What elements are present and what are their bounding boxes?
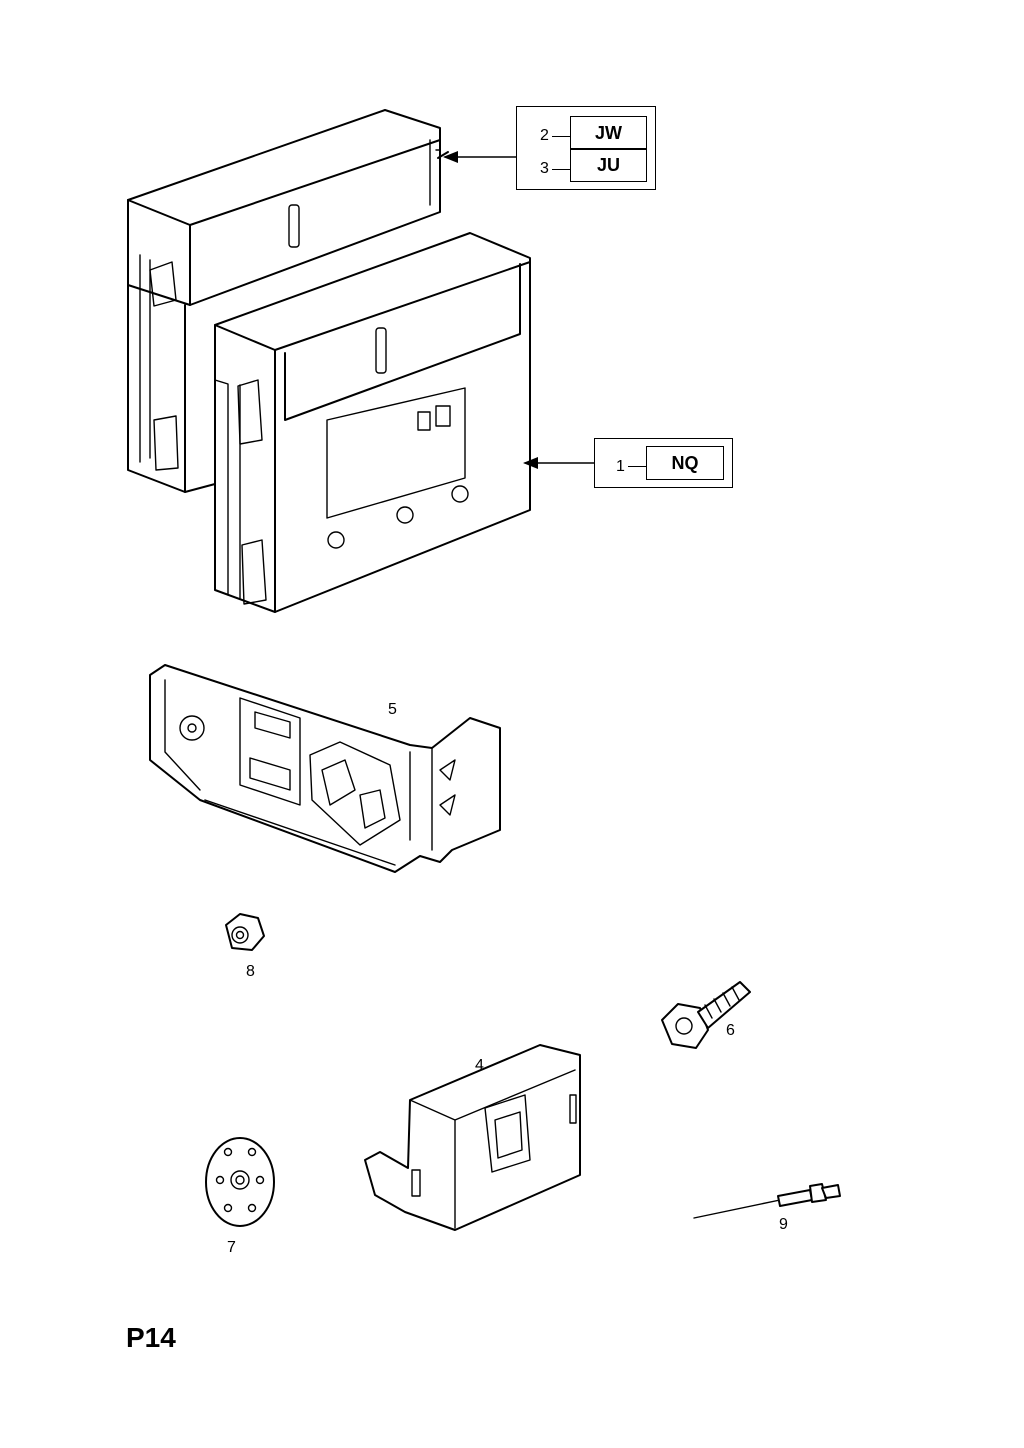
bracket-part (149, 664, 501, 873)
part-number-nut: 8 (246, 963, 255, 980)
callout-arrows (443, 151, 595, 469)
callout-ref-upper-2: 3 (540, 160, 549, 177)
callout-leader-upper-1 (552, 136, 570, 137)
control-unit-upper (127, 109, 449, 493)
part-code-nq: NQ (646, 446, 724, 480)
control-unit-lower (214, 232, 531, 613)
part-number-washer: 7 (227, 1239, 236, 1256)
rivet-part (693, 1183, 841, 1219)
part-code-ju: JU (570, 148, 647, 182)
callout-ref-upper-1: 2 (540, 127, 549, 144)
part-number-rivet: 9 (779, 1216, 788, 1233)
part-number-bracket: 5 (388, 701, 397, 718)
callout-ref-lower-1: 1 (616, 458, 625, 475)
callout-leader-upper-2 (552, 169, 570, 170)
cover-part (364, 1044, 581, 1231)
callout-leader-lower-1 (628, 466, 646, 467)
part-number-cover: 4 (475, 1057, 484, 1074)
washer-part (205, 1137, 275, 1227)
nut-part (225, 913, 265, 951)
page-code: P14 (126, 1322, 176, 1353)
part-number-screw: 6 (726, 1022, 735, 1039)
screw-part (661, 981, 751, 1049)
part-code-jw: JW (570, 116, 647, 150)
